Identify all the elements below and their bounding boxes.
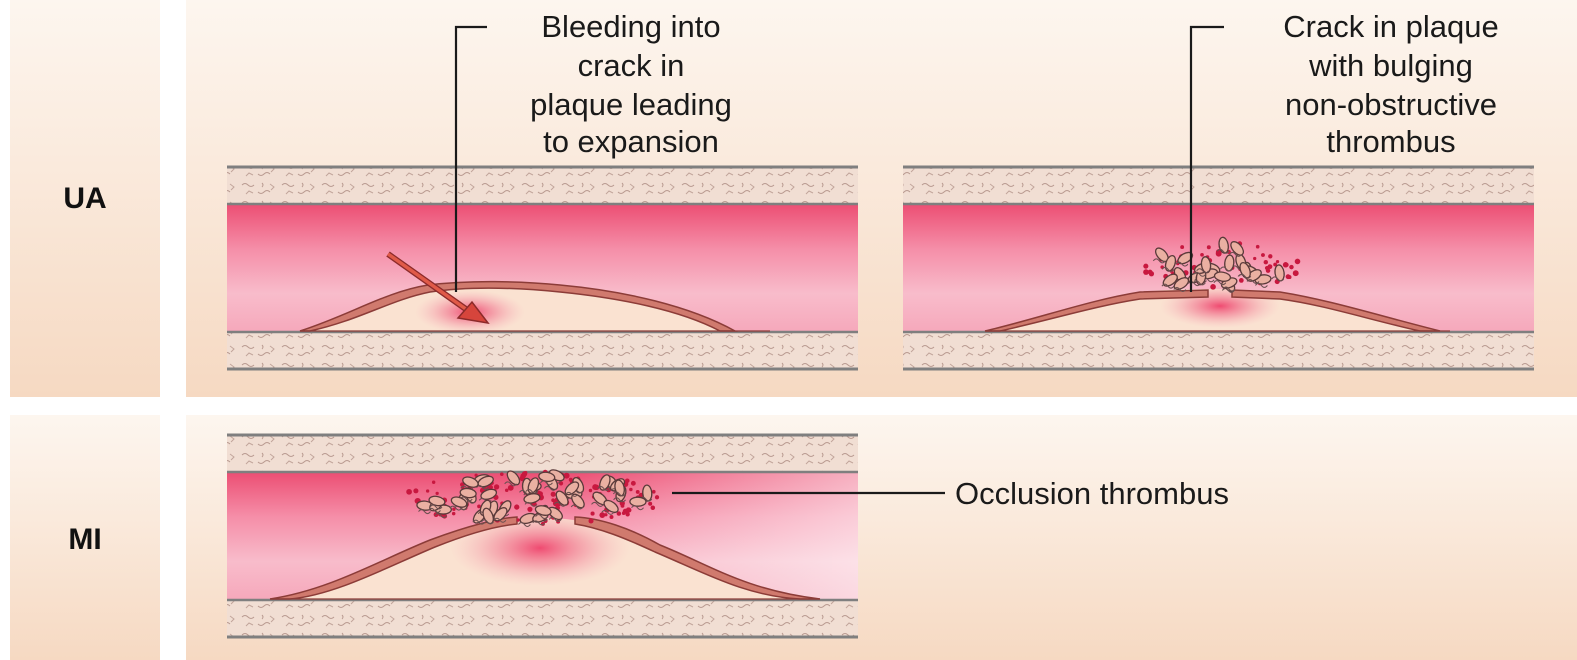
platelet <box>625 512 629 516</box>
platelet <box>517 518 520 521</box>
platelet <box>1288 275 1292 279</box>
bleeding-line-4: to expansion <box>543 124 719 159</box>
crack-line-1: Crack in plaque <box>1283 9 1498 44</box>
platelet <box>648 502 652 506</box>
platelet <box>1295 259 1301 265</box>
platelet <box>625 479 628 482</box>
platelet <box>1268 264 1273 269</box>
platelet <box>514 504 519 509</box>
platelet <box>655 495 659 499</box>
platelet <box>1264 260 1268 264</box>
platelet <box>604 513 607 516</box>
platelet <box>1207 245 1211 249</box>
platelet <box>524 471 527 474</box>
platelet <box>626 507 631 512</box>
platelet <box>426 489 429 492</box>
platelet <box>1285 263 1289 267</box>
bleeding-line-2: crack in <box>578 48 685 83</box>
platelet <box>631 481 636 486</box>
platelet <box>652 490 656 494</box>
platelet <box>1149 271 1154 276</box>
platelet <box>1266 268 1271 273</box>
platelet <box>1143 264 1148 269</box>
ua-vessel-left <box>227 167 858 369</box>
crack-line-4: thrombus <box>1326 124 1455 159</box>
platelet <box>636 490 640 494</box>
platelet <box>505 488 509 492</box>
platelet <box>599 512 605 518</box>
platelet <box>1293 270 1299 276</box>
bleeding-line-3: plaque leading <box>530 87 732 122</box>
platelet <box>609 515 613 519</box>
mi-row-label: MI <box>68 523 101 556</box>
platelet <box>1268 254 1272 258</box>
ua-row-label: UA <box>63 182 106 215</box>
platelet <box>1289 265 1293 269</box>
platelet <box>629 488 632 491</box>
platelet <box>406 489 412 495</box>
platelet <box>1143 269 1149 275</box>
platelet <box>1276 260 1279 263</box>
occlusion-label: Occlusion thrombus <box>955 476 1229 511</box>
platelet <box>1256 245 1260 249</box>
red-blood-cell <box>630 497 646 506</box>
mi-vessel <box>227 435 858 637</box>
platelet <box>651 506 656 511</box>
ua-vessel-right <box>903 167 1534 369</box>
platelet <box>551 492 556 497</box>
platelet <box>589 489 592 492</box>
platelet <box>1210 284 1216 290</box>
platelet <box>594 486 598 490</box>
platelet <box>1180 245 1184 249</box>
platelet <box>1261 253 1265 257</box>
platelet <box>588 518 593 523</box>
platelet <box>432 481 435 484</box>
platelet <box>591 512 595 516</box>
bleeding-line-1: Bleeding into <box>541 9 720 44</box>
platelet <box>1200 253 1204 257</box>
platelet <box>436 492 439 495</box>
platelet <box>527 507 532 512</box>
platelet <box>413 488 418 493</box>
platelet <box>1253 257 1256 260</box>
crack-line-3: non-obstructive <box>1285 87 1497 122</box>
platelet <box>1239 278 1244 283</box>
crack-line-2: with bulging <box>1308 48 1473 83</box>
platelet <box>452 512 455 515</box>
platelet <box>494 484 499 489</box>
platelet <box>622 511 626 515</box>
platelet <box>500 472 504 476</box>
